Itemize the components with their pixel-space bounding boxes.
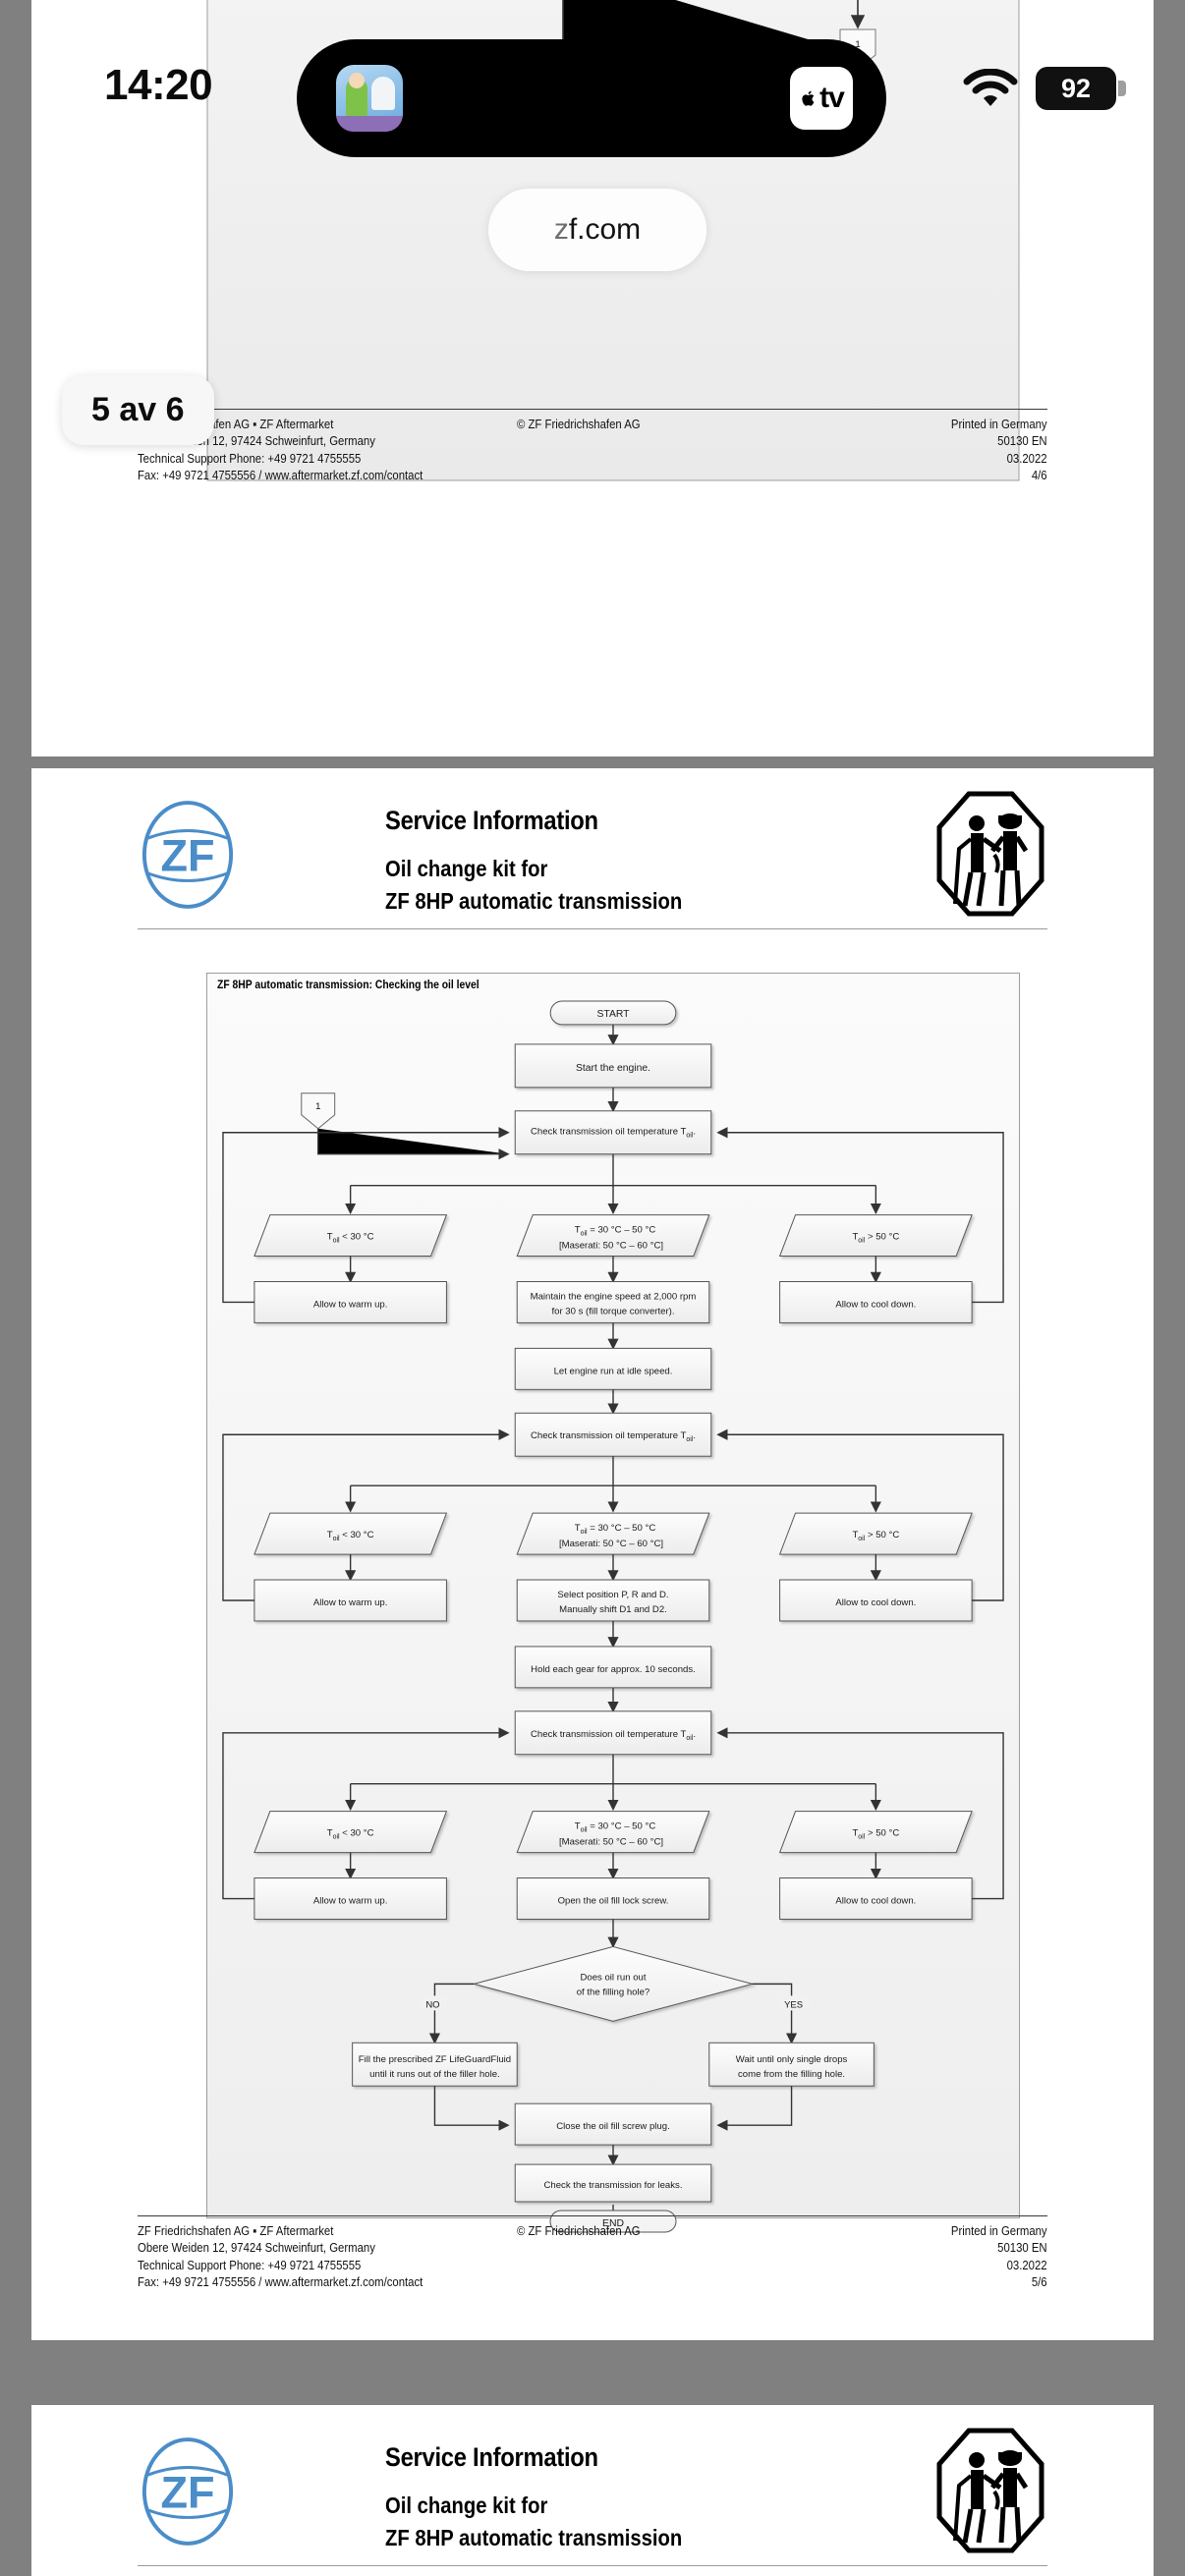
footer-right-block: Printed in Germany 50130 EN 03.2022 4/6 <box>935 416 1047 484</box>
svg-text:Check transmission oil tempera: Check transmission oil temperature Toil. <box>531 1430 696 1443</box>
svg-text:Select position P, R and D.: Select position P, R and D. <box>557 1590 668 1600</box>
footer-phone: Technical Support Phone: +49 9721 475555… <box>138 2257 362 2272</box>
page-indicator-badge: 5 av 6 <box>62 375 214 445</box>
svg-text:NO: NO <box>425 1999 439 2010</box>
svg-text:Allow to warm up.: Allow to warm up. <box>313 1896 388 1907</box>
svg-text:Check transmission oil tempera: Check transmission oil temperature Toil. <box>531 1729 696 1742</box>
page-subtitle-line1: Oil change kit for <box>385 856 548 881</box>
footer-copyright-block: © ZF Friedrichshafen AG <box>517 416 660 432</box>
svg-text:Manually shift D1 and D2.: Manually shift D1 and D2. <box>559 1604 667 1615</box>
svg-text:1: 1 <box>315 1101 320 1112</box>
oil-level-flowchart: START Start the engine. 1 Check transmis… <box>222 1000 1004 2203</box>
url-domain: f.com <box>568 213 642 246</box>
svg-text:for 30 s (fill torque converte: for 30 s (fill torque converter). <box>551 1306 674 1316</box>
svg-text:Hold each gear for approx. 10: Hold each gear for approx. 10 seconds. <box>531 1664 696 1675</box>
footer-divider <box>138 2215 1047 2216</box>
footer-doc-number: 50130 EN <box>997 433 1047 449</box>
footer-address: Obere Weiden 12, 97424 Schweinfurt, Germ… <box>138 2240 375 2256</box>
page-subtitle-line1: Oil change kit for <box>385 2492 548 2518</box>
footer-date: 03.2022 <box>1007 2257 1047 2272</box>
footer-doc-number: 50130 EN <box>997 2240 1047 2256</box>
footer-divider <box>138 409 1047 410</box>
svg-text:Wait until only single drops: Wait until only single drops <box>736 2054 848 2065</box>
svg-text:of the filling hole?: of the filling hole? <box>577 1987 650 1997</box>
svg-text:Toil = 30 °C – 50 °C: Toil = 30 °C – 50 °C <box>575 1821 656 1834</box>
footer-page-number: 4/6 <box>1032 468 1047 483</box>
svg-text:Toil < 30 °C: Toil < 30 °C <box>327 1828 374 1841</box>
url-prefix: z <box>553 213 569 246</box>
svg-text:Check transmission oil tempera: Check transmission oil temperature Toil. <box>531 1127 696 1140</box>
svg-text:[Maserati: 50 °C – 60 °C]: [Maserati: 50 °C – 60 °C] <box>559 1241 663 1252</box>
svg-text:Open the oil fill lock screw.: Open the oil fill lock screw. <box>558 1896 669 1907</box>
svg-text:Toil = 30 °C – 50 °C: Toil = 30 °C – 50 °C <box>575 1225 656 1238</box>
url-text: zf.com <box>554 213 641 247</box>
svg-text:Check the transmission for lea: Check the transmission for leaks. <box>543 2180 682 2191</box>
svg-text:Toil = 30 °C – 50 °C: Toil = 30 °C – 50 °C <box>575 1523 656 1536</box>
footer-copyright: © ZF Friedrichshafen AG <box>517 417 641 431</box>
svg-text:1: 1 <box>855 39 860 50</box>
page-subtitle-line2: ZF 8HP automatic transmission <box>385 888 683 915</box>
svg-text:ZF: ZF <box>160 831 214 881</box>
svg-text:Allow to cool down.: Allow to cool down. <box>835 1597 916 1608</box>
svg-text:Toil < 30 °C: Toil < 30 °C <box>327 1530 374 1542</box>
workshop-safety-icon <box>935 790 1045 918</box>
svg-text:Toil > 50 °C: Toil > 50 °C <box>852 1232 899 1245</box>
svg-text:Allow to warm up.: Allow to warm up. <box>313 1299 388 1310</box>
footer-fax: Fax: +49 9721 4755556 / www.aftermarket.… <box>138 2274 423 2290</box>
svg-text:START: START <box>597 1009 631 1020</box>
svg-text:ZF: ZF <box>160 2468 214 2518</box>
footer-page-number: 5/6 <box>1032 2274 1047 2290</box>
page5-footer: ZF Friedrichshafen AG ▪ ZF Aftermarket O… <box>138 2215 1047 2293</box>
svg-text:Does oil run out: Does oil run out <box>580 1972 646 1983</box>
svg-text:until it runs out of the fille: until it runs out of the filler hole. <box>369 2069 500 2080</box>
svg-text:Allow to cool down.: Allow to cool down. <box>835 1299 916 1310</box>
footer-printed: Printed in Germany <box>951 417 1047 431</box>
document-page-6[interactable]: ZF Service Information Oil change kit fo… <box>31 2405 1154 2576</box>
flowchart-container: ZF 8HP automatic transmission: Checking … <box>206 973 1020 2218</box>
header-divider <box>138 928 1047 929</box>
svg-text:Allow to cool down.: Allow to cool down. <box>835 1896 916 1907</box>
page5-header: ZF Service Information Oil change kit fo… <box>31 768 1154 935</box>
flowchart-caption: ZF 8HP automatic transmission: Checking … <box>217 980 480 991</box>
page6-header: ZF Service Information Oil change kit fo… <box>31 2405 1154 2572</box>
svg-text:END: END <box>602 2218 624 2229</box>
footer-phone: Technical Support Phone: +49 9721 475555… <box>138 450 362 466</box>
svg-text:come from the filling hole.: come from the filling hole. <box>738 2069 845 2080</box>
document-page-5[interactable]: ZF Service Information Oil change kit fo… <box>31 768 1154 2340</box>
svg-text:Toil < 30 °C: Toil < 30 °C <box>327 1232 374 1245</box>
page-title: Service Information <box>385 2442 598 2472</box>
svg-text:Toil > 50 °C: Toil > 50 °C <box>852 1828 899 1841</box>
zf-logo-icon: ZF <box>140 800 236 910</box>
svg-text:Fill the prescribed ZF LifeGua: Fill the prescribed ZF LifeGuardFluid <box>359 2054 511 2065</box>
page-subtitle-line2: ZF 8HP automatic transmission <box>385 2525 683 2551</box>
svg-text:YES: YES <box>784 1999 803 2010</box>
url-bar-pill[interactable]: zf.com <box>488 189 706 271</box>
workshop-safety-icon <box>935 2427 1045 2554</box>
footer-copyright-block: © ZF Friedrichshafen AG <box>517 2222 660 2239</box>
zf-logo-icon: ZF <box>140 2436 236 2547</box>
svg-text:Start the engine.: Start the engine. <box>576 1063 650 1074</box>
footer-printed: Printed in Germany <box>951 2223 1047 2238</box>
svg-text:[Maserati: 50 °C – 60 °C]: [Maserati: 50 °C – 60 °C] <box>559 1539 663 1549</box>
footer-company: ZF Friedrichshafen AG ▪ ZF Aftermarket <box>138 2223 334 2238</box>
footer-left-block: ZF Friedrichshafen AG ▪ ZF Aftermarket O… <box>138 2222 470 2291</box>
svg-text:Toil > 50 °C: Toil > 50 °C <box>852 1530 899 1542</box>
page4-footer: ZF Friedrichshafen AG ▪ ZF Aftermarket O… <box>138 409 1047 486</box>
footer-fax: Fax: +49 9721 4755556 / www.aftermarket.… <box>138 468 423 483</box>
footer-right-block: Printed in Germany 50130 EN 03.2022 5/6 <box>935 2222 1047 2291</box>
svg-text:Maintain the engine speed at 2: Maintain the engine speed at 2,000 rpm <box>531 1291 697 1302</box>
header-title-block: Service Information Oil change kit for Z… <box>385 806 722 918</box>
svg-text:Allow to warm up.: Allow to warm up. <box>313 1597 388 1608</box>
header-divider <box>138 2565 1047 2566</box>
header-title-block: Service Information Oil change kit for Z… <box>385 2442 722 2554</box>
page-title: Service Information <box>385 806 598 835</box>
footer-date: 03.2022 <box>1007 450 1047 466</box>
svg-text:Close the oil fill screw plug.: Close the oil fill screw plug. <box>556 2121 669 2132</box>
footer-copyright: © ZF Friedrichshafen AG <box>517 2223 641 2238</box>
svg-text:[Maserati: 50 °C – 60 °C]: [Maserati: 50 °C – 60 °C] <box>559 1837 663 1848</box>
svg-text:Let engine run at idle speed.: Let engine run at idle speed. <box>554 1366 673 1376</box>
